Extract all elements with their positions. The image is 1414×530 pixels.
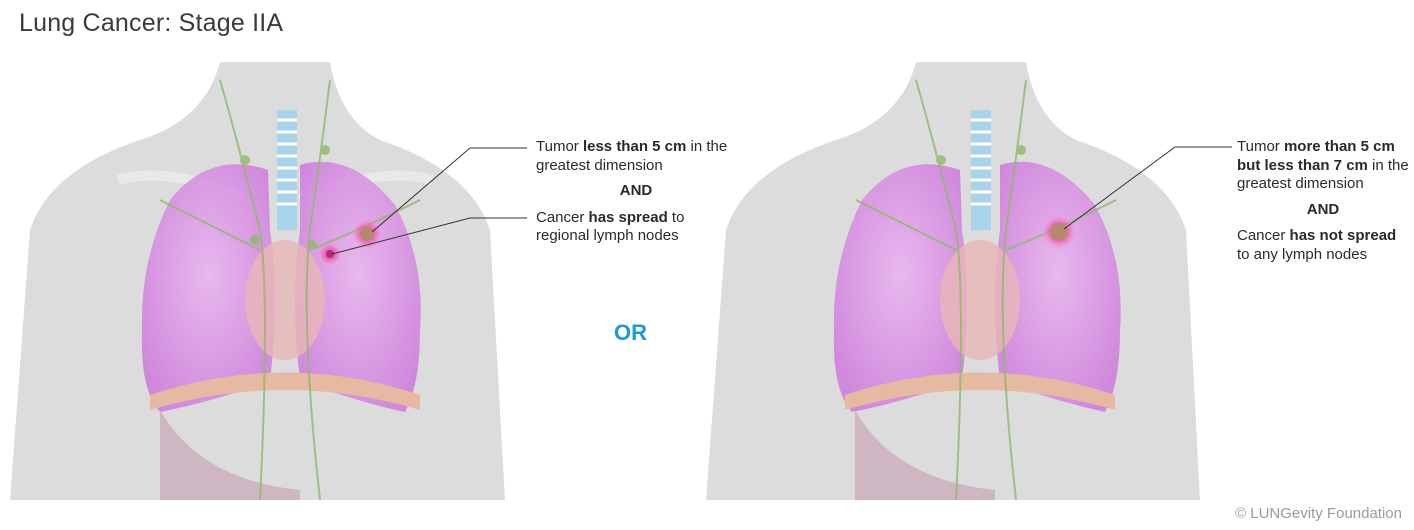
caption-panel-1: Tumor less than 5 cm in the greatest dim… <box>536 138 736 246</box>
diaphragm-right <box>845 372 1115 500</box>
and-connector: AND <box>619 182 653 199</box>
lung-left-left-panel <box>295 161 421 412</box>
lymph-node-involved-left <box>318 242 342 266</box>
lung-left-right-panel <box>995 161 1121 412</box>
lymph-network-left <box>159 79 421 501</box>
copyright-notice: © LUNGevity Foundation <box>1235 505 1402 522</box>
lung-right-right-panel <box>833 164 967 412</box>
leader-line-right <box>1063 146 1232 230</box>
trachea-left <box>277 110 297 230</box>
tumor-size-text: Tumor more than 5 cm but less than 7 cm … <box>1237 138 1409 192</box>
diaphragm-left <box>150 372 420 500</box>
and-connector: AND <box>1306 200 1340 218</box>
or-separator: OR <box>614 320 647 345</box>
caption-panel-2: Tumor more than 5 cm but less than 7 cm … <box>1237 138 1409 264</box>
lung-right-left-panel <box>141 164 275 412</box>
heart-right <box>940 240 1020 360</box>
trachea-right <box>971 110 991 230</box>
tumor-left <box>351 218 383 250</box>
tumor-size-text: Tumor less than 5 cm in the greatest dim… <box>536 138 728 174</box>
page-title: Lung Cancer: Stage IIA <box>19 9 284 37</box>
tumor-right <box>1041 214 1077 250</box>
heart-left <box>245 240 325 360</box>
lymph-spread-text: Cancer has not spread to any lymph nodes <box>1237 227 1397 263</box>
leader-lines-left <box>331 147 527 255</box>
lymph-spread-text: Cancer has spread to regional lymph node… <box>536 208 685 245</box>
